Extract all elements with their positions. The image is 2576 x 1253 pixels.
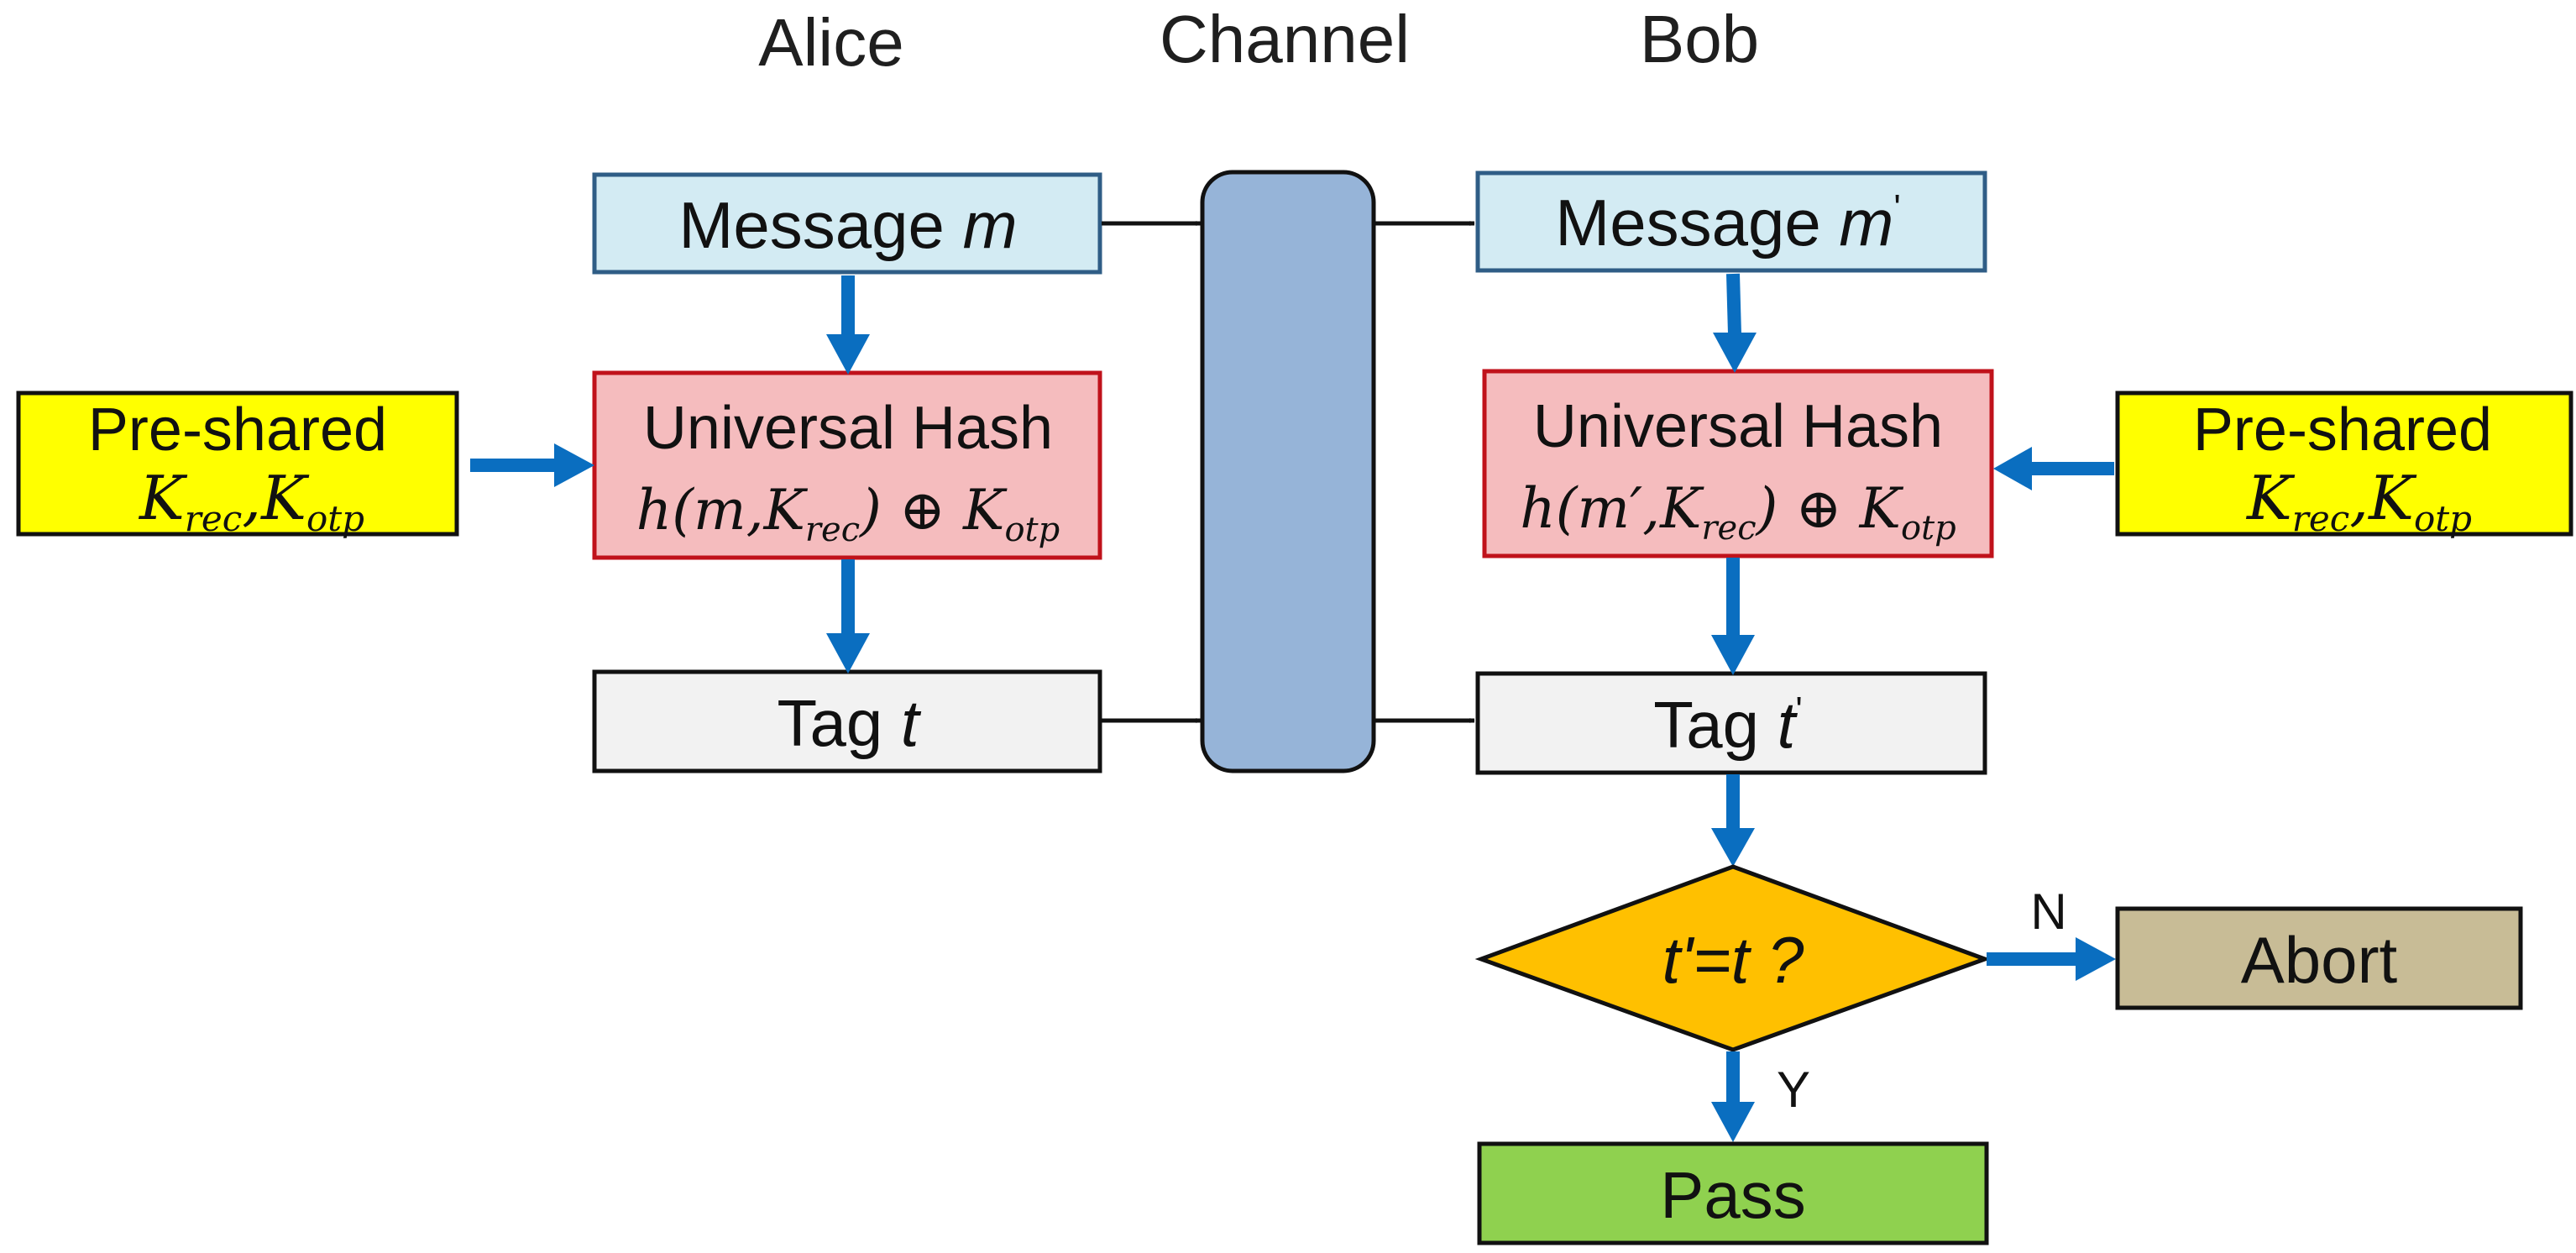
alice-header: Alice — [758, 5, 903, 80]
alice-hash-box: Universal Hash h(m,Krec) ⊕ Kotp — [592, 370, 1102, 560]
bob-tag-text: Tag t' — [1653, 688, 1803, 762]
arrowhead-decision-to-abort — [2076, 937, 2116, 981]
channel-header: Channel — [1160, 2, 1410, 76]
bob-key-title: Pre-shared — [2193, 396, 2492, 464]
alice-key-box: Pre-shared Krec,Kotp — [16, 391, 459, 539]
bob-message-text: Message m' — [1555, 186, 1901, 260]
pass-label: Pass — [1660, 1158, 1805, 1232]
arrowhead-msg-to-hash-alice — [826, 334, 870, 375]
arrow-msg-to-hash-bob — [1726, 273, 1741, 335]
bob-message-box: Message m' — [1475, 170, 1987, 273]
arrowhead-key-to-hash-alice — [554, 443, 594, 487]
alice-tag-text: Tag t — [777, 686, 921, 760]
alice-tag-box: Tag t — [592, 669, 1102, 773]
bob-key-box: Pre-shared Krec,Kotp — [2115, 391, 2573, 539]
yes-label: Y — [1777, 1062, 1810, 1118]
decision-condition: t'=t ? — [1662, 923, 1804, 997]
alice-key-title: Pre-shared — [88, 396, 387, 464]
bob-hash-box: Universal Hash h(m′,Krec) ⊕ Kotp — [1482, 369, 1994, 558]
arrowhead-key-to-hash-bob — [1993, 447, 2032, 490]
arrowhead-hash-to-tag-bob — [1711, 635, 1755, 675]
bob-hash-title: Universal Hash — [1533, 393, 1943, 460]
abort-label: Abort — [2241, 923, 2398, 997]
pass-box: Pass — [1477, 1141, 1989, 1245]
decision-diamond: t'=t ? — [1474, 864, 1992, 1052]
alice-hash-title: Universal Hash — [643, 395, 1053, 462]
channel-block — [1200, 170, 1376, 773]
arrowhead-msg-to-hash-bob — [1713, 333, 1757, 373]
alice-message-text: Message m — [678, 188, 1017, 262]
alice-message-box: Message m — [592, 172, 1102, 275]
arrowhead-decision-to-pass — [1711, 1102, 1755, 1142]
alice-key-vars: Krec,Kotp — [138, 463, 364, 539]
abort-box: Abort — [2115, 906, 2523, 1010]
arrowhead-hash-to-tag-alice — [826, 633, 870, 674]
no-label: N — [2030, 883, 2066, 940]
bob-header: Bob — [1640, 2, 1759, 76]
bob-tag-box: Tag t' — [1475, 671, 1987, 775]
arrowhead-tag-to-decision — [1711, 828, 1755, 867]
